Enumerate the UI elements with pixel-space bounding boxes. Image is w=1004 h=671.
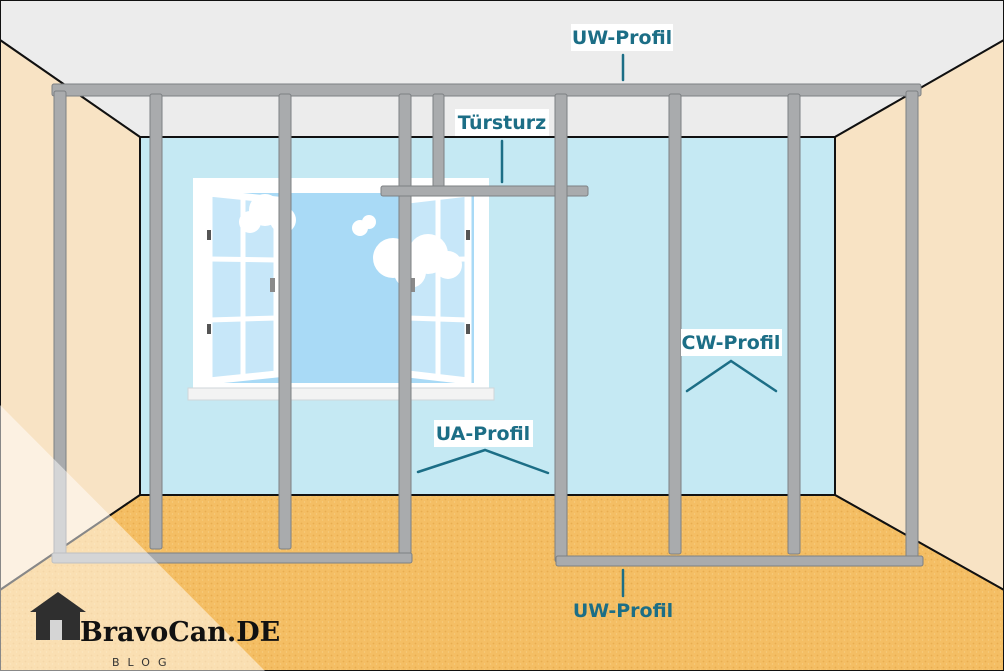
right-window-sash [404,189,472,385]
label-uw-profil-top: UW-Profil [572,27,672,49]
label-uw-profil-bottom: UW-Profil [573,600,673,622]
left-window-sash [205,189,281,385]
cw-profile-stud [668,93,682,555]
label-tuersturz: Türsturz [458,112,546,134]
window [187,178,495,401]
watermark-sub: BLOG [112,656,174,669]
cw-profile-stud [278,93,292,550]
ua-profile-door-left [398,93,412,555]
label-ua-profil: UA-Profil [436,423,530,445]
ua-pointer [416,448,550,475]
watermark-logo: BravoCan.DE BLOG [30,592,280,669]
cw-profile-stud [149,93,163,550]
right-wall [834,38,1004,592]
tuersturz-hanger [432,93,445,189]
floor [0,494,1004,671]
uw-profile-top [51,83,922,97]
cw-profile-stud [787,93,801,555]
house-logo-icon [30,592,86,640]
cw-pointer [685,359,778,393]
tuersturz-profile [380,185,589,197]
ua-profile-door-right [554,93,568,563]
cw-profile-right-end [905,90,919,562]
uw-profile-bottom-right [555,555,924,567]
label-cw-profil: CW-Profil [682,332,781,354]
watermark-brand: BravoCan.DE [80,617,280,648]
